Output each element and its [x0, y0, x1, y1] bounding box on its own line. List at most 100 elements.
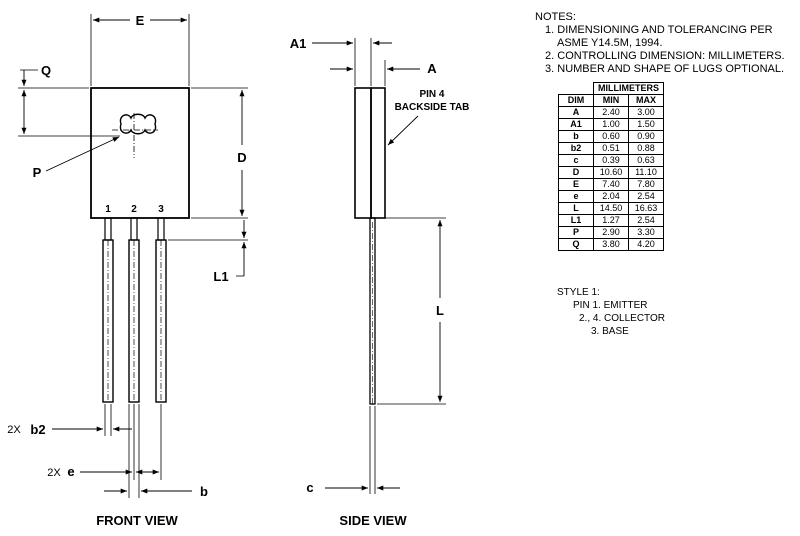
table-cell-max: 2.54 — [628, 190, 664, 203]
side-tab — [354, 87, 372, 219]
note-text-3: NUMBER AND SHAPE OF LUGS OPTIONAL. — [557, 63, 785, 75]
dim-label-c: c — [306, 480, 313, 495]
note-text-1b: ASME Y14.5M, 1994. — [557, 37, 663, 49]
note-item-3: 3. NUMBER AND SHAPE OF LUGS OPTIONAL. — [535, 63, 785, 76]
table-col-dim: DIM — [558, 94, 594, 107]
pin4-callout-line2: BACKSIDE TAB — [395, 102, 470, 113]
table-cell-min: 0.60 — [593, 130, 629, 143]
mounting-hole — [119, 113, 157, 135]
note-num-3: 3. — [545, 63, 555, 75]
table-cell-max: 0.88 — [628, 142, 664, 155]
table-cell-max: 2.54 — [628, 214, 664, 227]
dim-label-b2: b2 — [30, 422, 45, 437]
table-cell-min: 3.80 — [593, 238, 629, 251]
dim-label-P: P — [33, 165, 42, 180]
note-num-1: 1. — [545, 24, 555, 36]
notes-block: NOTES: 1. DIMENSIONING AND TOLERANCING P… — [535, 11, 785, 76]
style-pin3-prefix: 3. — [591, 326, 600, 337]
table-cell-max: 7.80 — [628, 178, 664, 191]
style-pin24-prefix: 2., 4. — [579, 313, 602, 324]
dim-label-D: D — [237, 150, 246, 165]
style-pin1: PIN 1. EMITTER — [557, 299, 665, 312]
side-view — [312, 38, 446, 494]
table-cell-dim: A — [558, 106, 594, 119]
dim-label-A1: A1 — [290, 36, 307, 51]
pin-label-2: 2 — [131, 204, 137, 215]
table-cell-min: 0.51 — [593, 142, 629, 155]
dim-label-A: A — [427, 61, 437, 76]
table-cell-dim: E — [558, 178, 594, 191]
style-pin24-name: COLLECTOR — [604, 313, 665, 324]
table-cell-dim: b — [558, 130, 594, 143]
note-item-2: 2. CONTROLLING DIMENSION: MILLIMETERS. — [535, 50, 785, 63]
dim-label-b: b — [200, 484, 208, 499]
table-cell-dim: b2 — [558, 142, 594, 155]
table-cell-min: 1.27 — [593, 214, 629, 227]
table-cell-min: 2.40 — [593, 106, 629, 119]
table-cell-min: 14.50 — [593, 202, 629, 215]
note-text-2: CONTROLLING DIMENSION: MILLIMETERS. — [557, 50, 785, 62]
style-pin24: 2., 4. COLLECTOR — [557, 312, 665, 325]
note-text-1a: DIMENSIONING AND TOLERANCING PER — [557, 24, 773, 36]
dim-label-e: e — [67, 464, 74, 479]
notes-heading: NOTES: — [535, 11, 576, 23]
table-cell-max: 3.30 — [628, 226, 664, 239]
package-body — [90, 87, 190, 219]
table-cell-max: 11.10 — [628, 166, 664, 179]
table-group-header-row: MILLIMETERS — [559, 82, 664, 95]
table-cell-min: 10.60 — [593, 166, 629, 179]
table-cell-min: 2.90 — [593, 226, 629, 239]
table-cell-dim: D — [558, 166, 594, 179]
pin4-callout-line1: PIN 4 — [419, 89, 444, 100]
table-cell-max: 4.20 — [628, 238, 664, 251]
table-cell-dim: P — [558, 226, 594, 239]
table-cell-min: 1.00 — [593, 118, 629, 131]
table-cell-max: 3.00 — [628, 106, 664, 119]
table-cell-dim: Q — [558, 238, 594, 251]
table-cell-max: 1.50 — [628, 118, 664, 131]
style-pin3-name: BASE — [602, 326, 629, 337]
style-pin3: 3. BASE — [557, 325, 665, 338]
table-cell-max: 0.90 — [628, 130, 664, 143]
table-corner — [559, 83, 594, 95]
table-cell-min: 0.39 — [593, 154, 629, 167]
note-num-2: 2. — [545, 50, 555, 62]
table-cell-dim: L — [558, 202, 594, 215]
table-group-header: MILLIMETERS — [593, 82, 664, 95]
table-header-row: DIM MIN MAX — [558, 94, 664, 107]
note-item-1: 1. DIMENSIONING AND TOLERANCING PER ASME… — [535, 24, 785, 50]
dim-count-b2: 2X — [7, 424, 21, 436]
dim-count-e: 2X — [47, 467, 61, 479]
dim-label-L: L — [436, 303, 444, 318]
pin-label-3: 3 — [158, 204, 164, 215]
style-block: STYLE 1: PIN 1. EMITTER 2., 4. COLLECTOR… — [557, 286, 665, 338]
pin-label-1: 1 — [105, 204, 111, 215]
table-cell-max: 16.63 — [628, 202, 664, 215]
side-view-title: SIDE VIEW — [339, 513, 407, 528]
style-heading: STYLE 1: — [557, 287, 600, 298]
table-col-max: MAX — [628, 94, 664, 107]
dim-label-Q: Q — [41, 63, 51, 78]
side-body — [370, 87, 386, 219]
table-cell-dim: c — [558, 154, 594, 167]
table-col-min: MIN — [593, 94, 629, 107]
front-view — [18, 14, 248, 498]
table-cell-max: 0.63 — [628, 154, 664, 167]
style-pin1-prefix: PIN 1. — [573, 300, 601, 311]
table-cell-dim: e — [558, 190, 594, 203]
